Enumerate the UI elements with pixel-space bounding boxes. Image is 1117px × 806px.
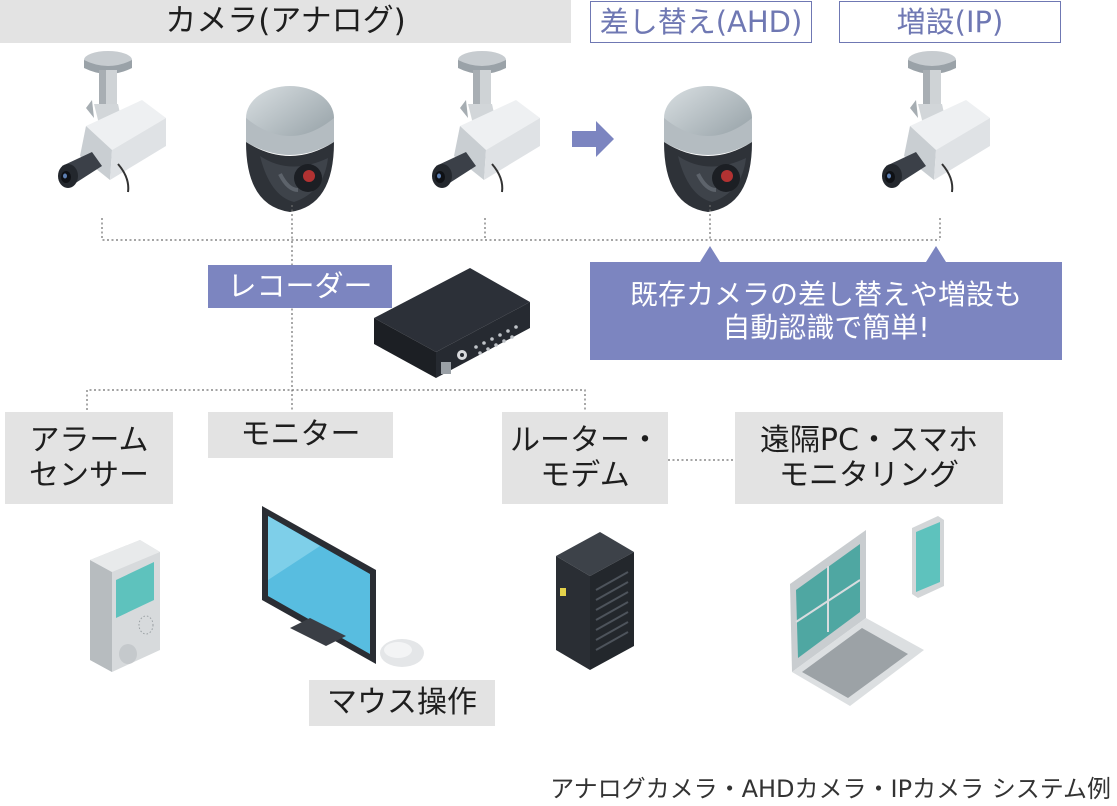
recorder-label: レコーダー <box>208 265 392 308</box>
dvr-recorder-icon <box>374 268 530 378</box>
callout-pointer <box>700 246 720 262</box>
alarm-sensor-label: アラーム センサー <box>5 412 173 504</box>
mouse-icon <box>380 639 424 667</box>
remote-monitoring-label: 遠隔PC・スマホ モニタリング <box>735 412 1003 504</box>
laptop-icon <box>790 530 924 706</box>
dome-camera-icon <box>662 84 754 214</box>
dome-camera-icon <box>244 84 336 214</box>
connection-lines <box>86 205 941 461</box>
figure-caption: アナログカメラ・AHDカメラ・IPカメラ システム例 <box>550 775 1111 803</box>
bullet-camera-icon <box>431 50 541 193</box>
bullet-camera-icon <box>57 50 167 193</box>
header-ip-addition: 増設(IP) <box>839 1 1061 43</box>
monitor-label: モニター <box>208 412 393 458</box>
callout-pointer <box>926 246 946 262</box>
arrow-right-icon <box>572 121 614 157</box>
router-modem-icon <box>556 532 634 670</box>
smartphone-icon <box>912 516 944 598</box>
mouse-operation-label: マウス操作 <box>309 680 495 726</box>
header-ahd-replacement: 差し替え(AHD) <box>590 1 812 43</box>
auto-detect-callout: 既存カメラの差し替えや増設も 自動認識で簡単! <box>590 262 1062 360</box>
monitor-icon <box>262 506 376 664</box>
alarm-sensor-icon <box>90 540 160 672</box>
router-modem-label: ルーター・ モデム <box>502 412 668 504</box>
header-analog-camera: カメラ(アナログ) <box>0 0 571 43</box>
bullet-camera-icon <box>881 50 991 193</box>
